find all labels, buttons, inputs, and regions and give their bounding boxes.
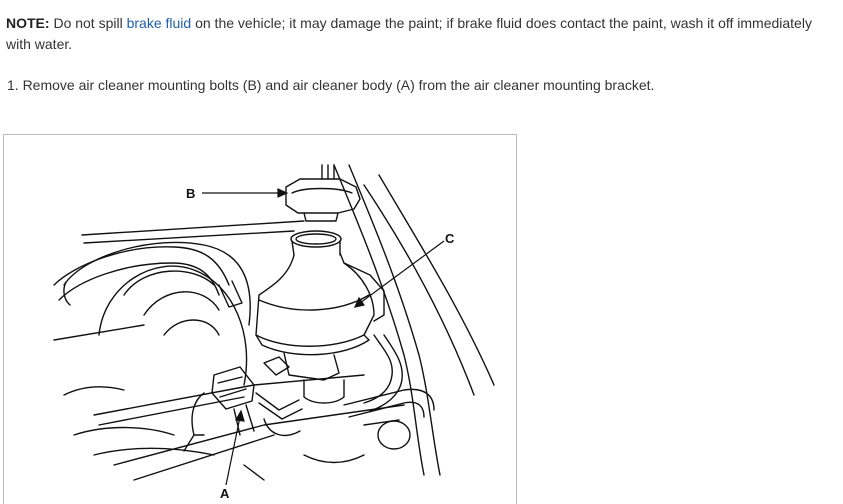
illustration-figure: B C A (3, 134, 517, 504)
note-paragraph: NOTE: Do not spill brake fluid on the ve… (6, 13, 836, 55)
brake-master-cylinder-illustration: B C A (53, 164, 495, 501)
callout-c: C (445, 231, 455, 246)
note-label: NOTE: (6, 15, 50, 31)
callout-b: B (186, 186, 195, 201)
step-1-text: 1. Remove air cleaner mounting bolts (B)… (7, 77, 655, 93)
note-text-after: on the vehicle; it may damage the paint;… (6, 15, 812, 52)
note-text-before: Do not spill (49, 15, 127, 31)
callout-a: A (220, 486, 230, 501)
brake-fluid-link[interactable]: brake fluid (126, 15, 192, 31)
